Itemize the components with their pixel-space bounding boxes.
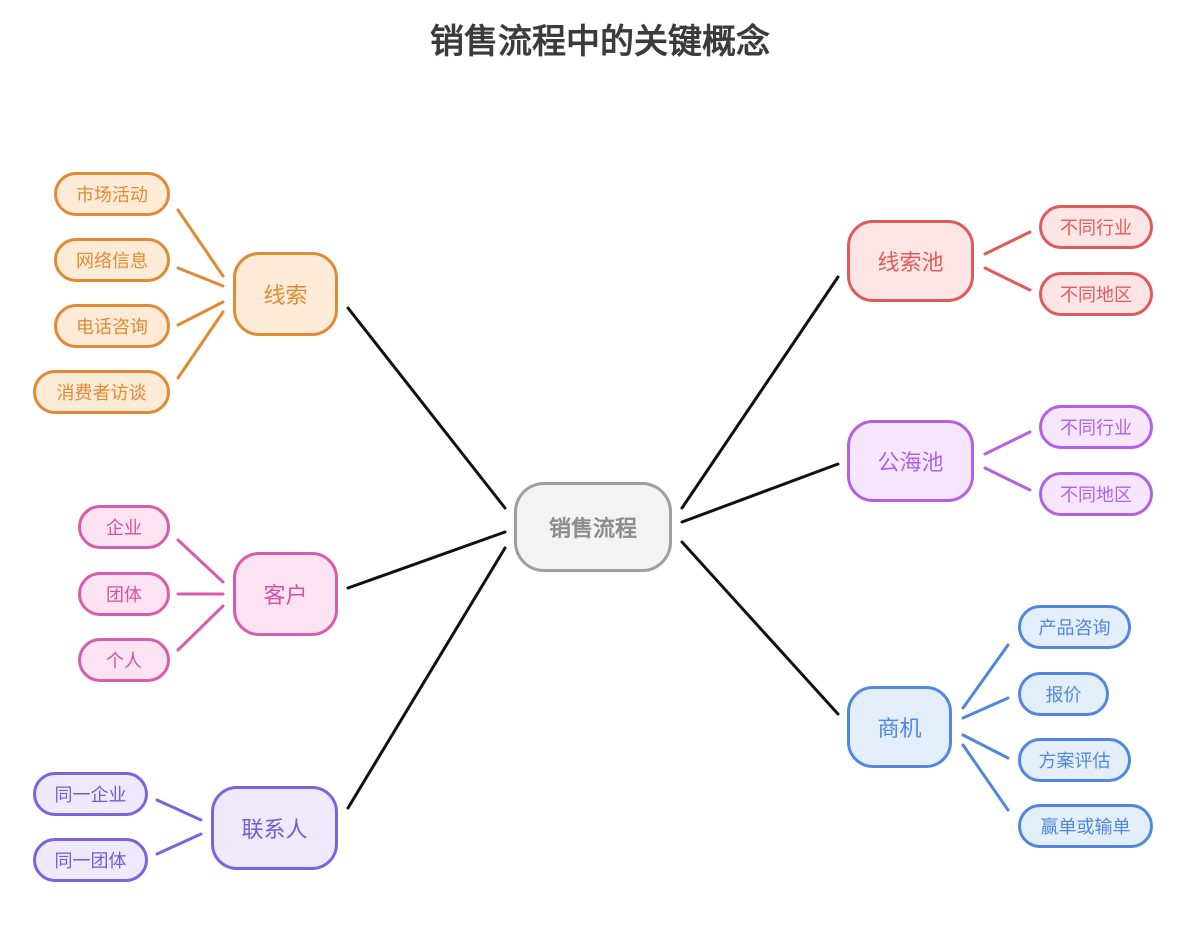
link-customer-1 [176, 538, 225, 584]
link-leads-1 [176, 208, 225, 278]
leaf-opportunity-3: 方案评估 [1018, 738, 1131, 782]
link-public-pool-2 [983, 466, 1032, 492]
link-leads-pool-1 [983, 230, 1032, 256]
node-customer: 客户 [233, 552, 338, 636]
leaf-contact-2: 同一团体 [33, 838, 148, 882]
leaf-customer-3: 个人 [78, 638, 170, 682]
link-center-opportunity [680, 540, 840, 716]
diagram-title: 销售流程中的关键概念 [430, 22, 770, 62]
leaf-opportunity-2: 报价 [1018, 672, 1109, 716]
link-center-contact [346, 546, 507, 810]
node-leads-pool: 线索池 [847, 220, 974, 302]
center-node: 销售流程 [514, 482, 672, 572]
link-public-pool-1 [983, 430, 1032, 456]
link-opportunity-1 [961, 643, 1010, 710]
leaf-leads-pool-2: 不同地区 [1039, 272, 1153, 316]
leaf-leads-2: 网络信息 [54, 238, 170, 282]
node-contact: 联系人 [211, 786, 338, 870]
leaf-leads-4: 消费者访谈 [33, 370, 170, 414]
link-center-public-pool [680, 462, 840, 524]
link-opportunity-4 [961, 743, 1010, 812]
leaf-leads-3: 电话咨询 [54, 304, 170, 348]
link-contact-2 [155, 832, 203, 856]
link-customer-3 [176, 604, 225, 652]
node-leads: 线索 [233, 252, 338, 336]
link-leads-2 [176, 266, 225, 288]
link-center-customer [346, 530, 507, 590]
leaf-opportunity-1: 产品咨询 [1018, 605, 1131, 649]
leaf-public-pool-2: 不同地区 [1039, 472, 1153, 516]
leaf-contact-1: 同一企业 [33, 772, 148, 816]
link-opportunity-2 [961, 696, 1010, 720]
leaf-opportunity-4: 赢单或输单 [1018, 804, 1153, 848]
link-leads-4 [176, 310, 225, 380]
link-contact-1 [155, 798, 203, 822]
link-leads-pool-2 [983, 266, 1032, 292]
leaf-customer-1: 企业 [78, 505, 170, 549]
leaf-public-pool-1: 不同行业 [1039, 405, 1153, 449]
link-center-leads [346, 306, 507, 510]
leaf-leads-pool-1: 不同行业 [1039, 205, 1153, 249]
leaf-customer-2: 团体 [78, 572, 170, 616]
link-leads-3 [176, 300, 225, 327]
link-center-leads-pool [680, 275, 840, 510]
node-opportunity: 商机 [847, 686, 952, 768]
node-public-pool: 公海池 [847, 420, 974, 502]
leaf-leads-1: 市场活动 [54, 172, 170, 216]
link-opportunity-3 [961, 733, 1010, 760]
